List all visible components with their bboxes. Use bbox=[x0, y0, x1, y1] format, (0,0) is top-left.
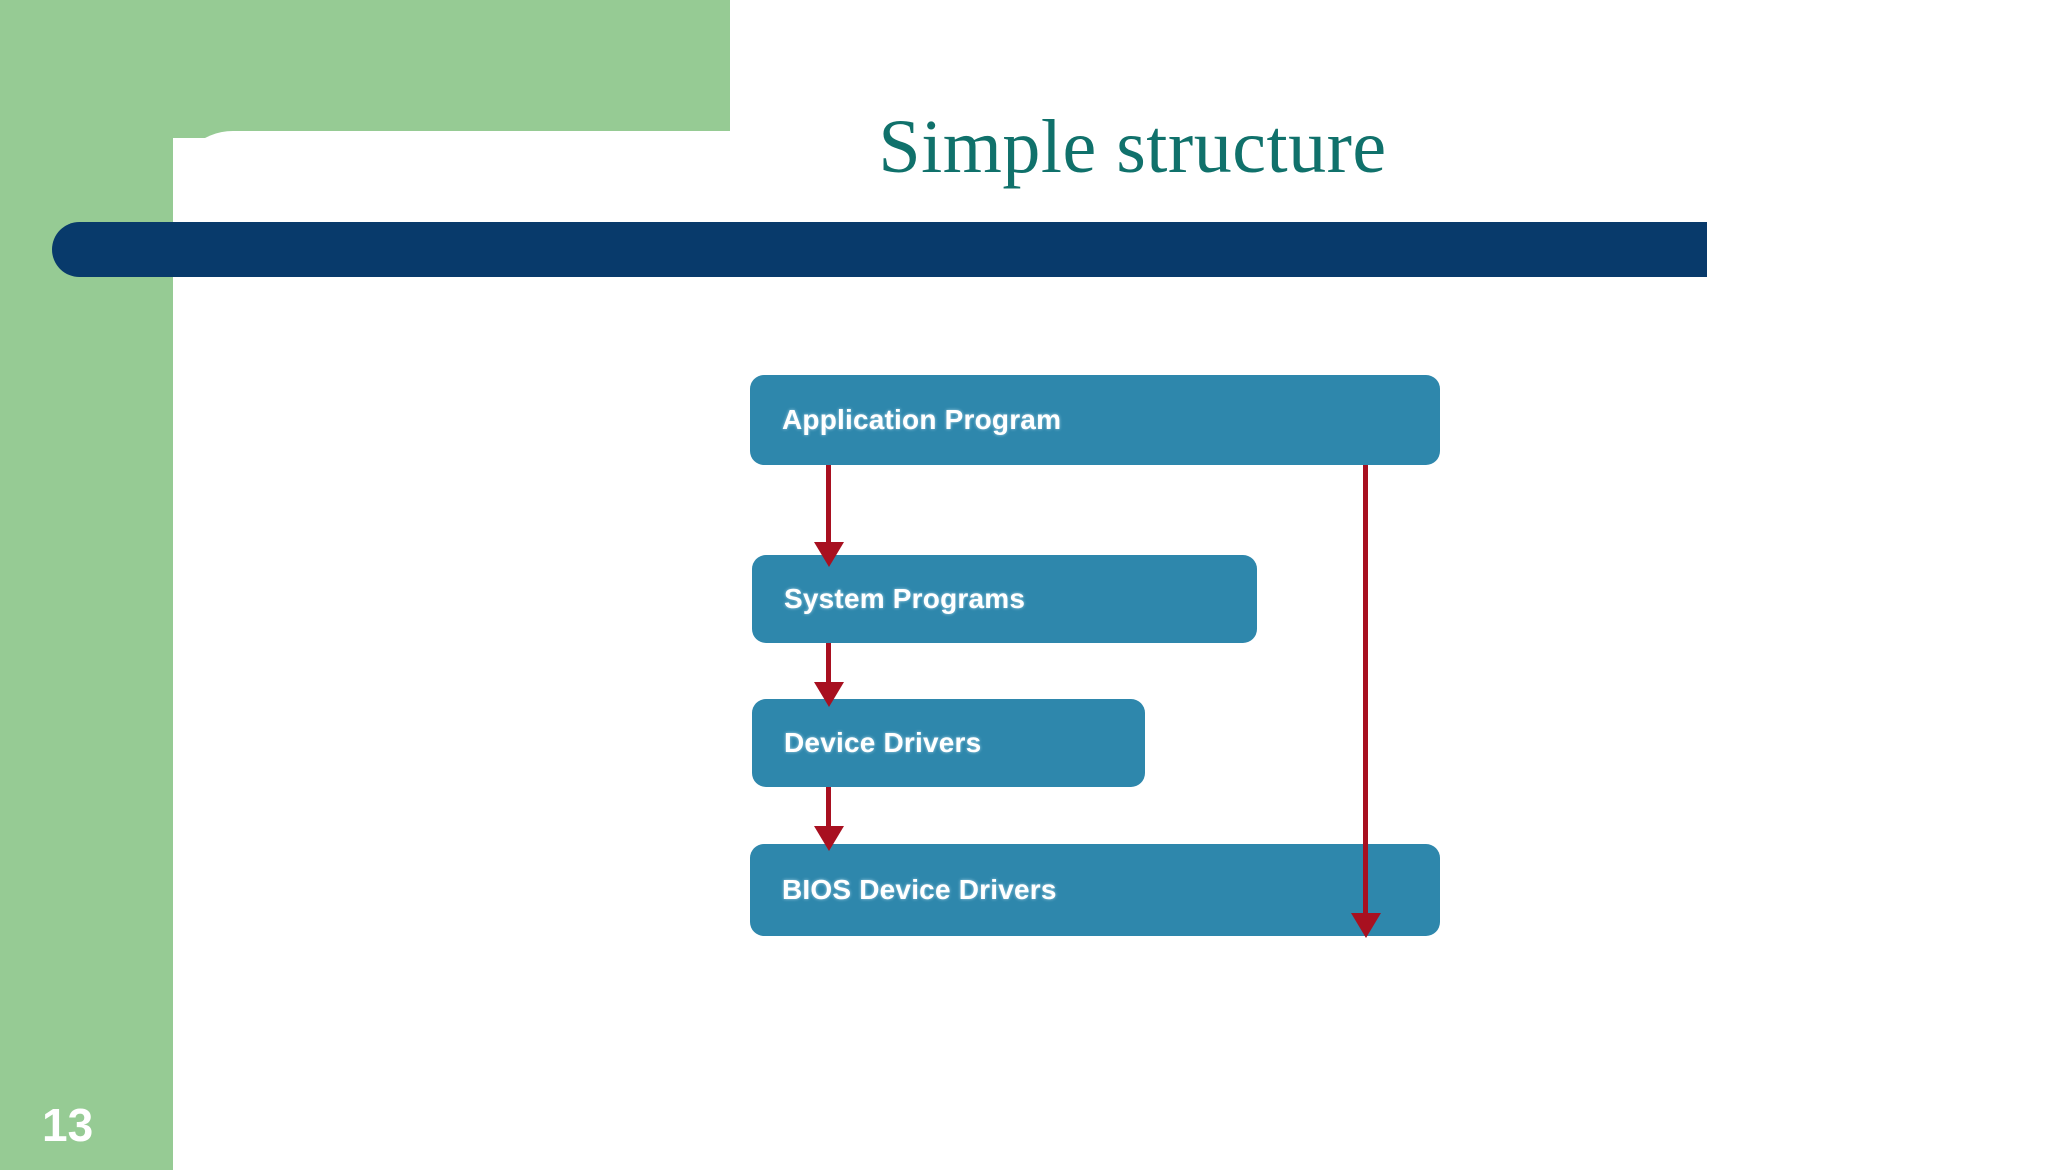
diagram-node-device-drivers: Device Drivers bbox=[752, 699, 1145, 787]
decoration-navy-title-bar bbox=[52, 222, 1707, 277]
page-title: Simple structure bbox=[878, 105, 1387, 189]
arrow-application-to-system-head-icon bbox=[814, 542, 844, 567]
arrow-device-to-bios-line bbox=[826, 787, 831, 832]
arrow-system-to-device-head-icon bbox=[814, 682, 844, 707]
diagram-node-label: Application Program bbox=[782, 404, 1062, 435]
arrow-application-to-bios-line bbox=[1363, 465, 1368, 920]
arrow-system-to-device-line bbox=[826, 643, 831, 689]
decoration-green-left-strip bbox=[0, 0, 173, 1170]
diagram-node-label: BIOS Device Drivers bbox=[782, 874, 1057, 905]
diagram-node-system-programs: System Programs bbox=[752, 555, 1257, 643]
diagram-node-label: Device Drivers bbox=[784, 727, 982, 758]
arrow-application-to-system-line bbox=[826, 465, 831, 550]
arrow-application-to-bios-head-icon bbox=[1351, 913, 1381, 938]
os-layer-diagram: Application Program System Programs Devi… bbox=[740, 360, 1500, 1050]
arrow-device-to-bios-head-icon bbox=[814, 826, 844, 851]
page-number: 13 bbox=[42, 1099, 94, 1151]
diagram-node-application-program: Application Program bbox=[750, 375, 1440, 465]
diagram-node-bios-device-drivers: BIOS Device Drivers bbox=[750, 844, 1440, 936]
diagram-node-label: System Programs bbox=[784, 583, 1026, 614]
